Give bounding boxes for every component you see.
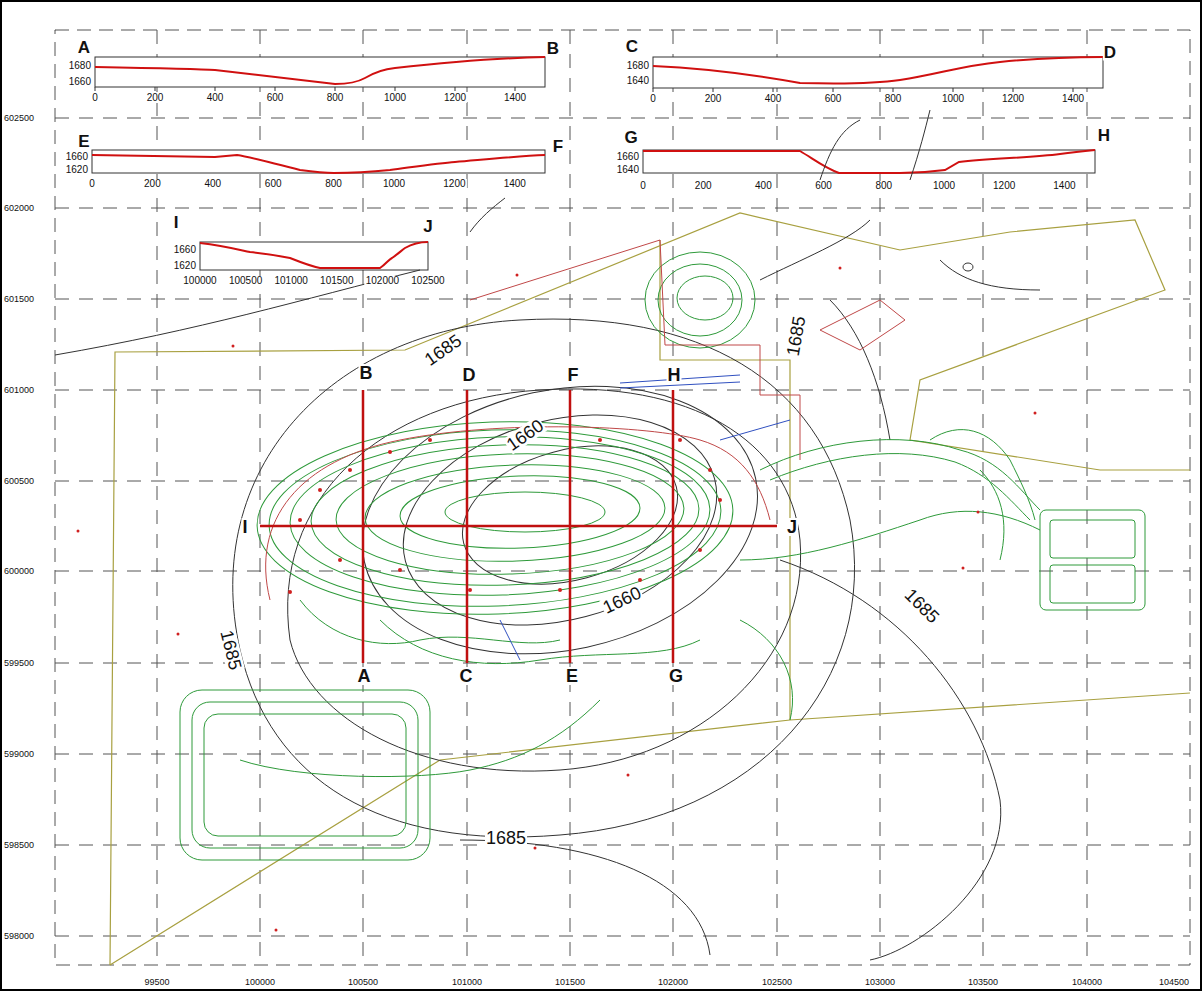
distance-tick: 1400	[1061, 94, 1085, 104]
easting-label: 104000	[1071, 978, 1103, 987]
elevation-tick: 1660	[65, 152, 89, 162]
contour-label: 1685	[783, 314, 808, 359]
distance-tick: 1400	[1052, 181, 1076, 191]
distance-tick: 1400	[503, 93, 527, 103]
profile-letter: B	[546, 40, 560, 57]
elevation-tick: 1620	[173, 261, 197, 271]
profile-letter: D	[1103, 44, 1117, 61]
easting-label: 103500	[967, 978, 999, 987]
section-letter: B	[359, 364, 374, 382]
distance-tick: 200	[143, 179, 162, 189]
distance-tick: 0	[639, 181, 647, 191]
section-letter: E	[565, 667, 579, 685]
profile-letter: C	[625, 38, 639, 55]
contour-label: 1685	[901, 585, 943, 627]
distance-tick: 400	[206, 93, 225, 103]
distance-tick: 600	[264, 179, 283, 189]
easting-label: 102500	[761, 978, 793, 987]
profile-letter: E	[77, 133, 90, 150]
elevation-tick: 1660	[616, 152, 640, 162]
distance-tick: 102000	[365, 276, 400, 286]
distance-tick: 600	[824, 94, 843, 104]
easting-label: 101500	[554, 978, 586, 987]
section-letter: J	[786, 518, 798, 536]
distance-tick: 1200	[1001, 94, 1025, 104]
distance-tick: 101500	[319, 276, 354, 286]
section-letter: H	[667, 366, 682, 384]
distance-tick: 800	[884, 94, 903, 104]
northing-label: 600000	[3, 567, 35, 576]
profile-letter: I	[173, 214, 180, 231]
distance-tick: 1200	[992, 181, 1016, 191]
contour-label: 1660	[599, 583, 645, 617]
northing-label: 598000	[3, 932, 35, 941]
distance-tick: 102500	[410, 276, 445, 286]
section-letter: F	[567, 366, 580, 384]
distance-tick: 1200	[442, 179, 466, 189]
northing-label: 602500	[3, 114, 35, 123]
distance-tick: 600	[814, 181, 833, 191]
contour-label: 1685	[485, 829, 527, 847]
northing-label: 601000	[3, 386, 35, 395]
profile-letter: H	[1097, 127, 1111, 144]
elevation-tick: 1680	[68, 61, 92, 71]
distance-tick: 1000	[383, 93, 407, 103]
distance-tick: 1400	[503, 179, 527, 189]
distance-tick: 800	[326, 93, 345, 103]
easting-label: 104500	[1158, 978, 1190, 987]
distance-tick: 0	[88, 179, 96, 189]
easting-label: 99500	[143, 978, 170, 987]
distance-tick: 600	[266, 93, 285, 103]
easting-label: 103000	[864, 978, 896, 987]
easting-label: 100500	[347, 978, 379, 987]
distance-tick: 800	[324, 179, 343, 189]
distance-tick: 0	[649, 94, 657, 104]
distance-tick: 200	[146, 93, 165, 103]
elevation-tick: 1660	[173, 245, 197, 255]
distance-tick: 100000	[182, 276, 217, 286]
easting-label: 100000	[244, 978, 276, 987]
distance-tick: 1000	[932, 181, 956, 191]
northing-label: 602000	[3, 204, 35, 213]
elevation-tick: 1660	[68, 77, 92, 87]
section-letter: G	[668, 667, 684, 685]
distance-tick: 400	[203, 179, 222, 189]
profile-letter: G	[623, 129, 638, 146]
northing-label: 598500	[3, 841, 35, 850]
distance-tick: 1200	[443, 93, 467, 103]
profile-letter: J	[422, 218, 433, 235]
distance-tick: 1000	[382, 179, 406, 189]
section-letter: I	[241, 518, 248, 536]
section-letter: D	[462, 366, 477, 384]
contour-label: 1685	[217, 627, 245, 672]
northing-label: 599000	[3, 750, 35, 759]
elevation-tick: 1680	[626, 61, 650, 71]
profile-letter: A	[77, 39, 91, 56]
distance-tick: 100500	[228, 276, 263, 286]
section-letter: C	[459, 667, 474, 685]
northing-label: 601500	[3, 295, 35, 304]
distance-tick: 800	[874, 181, 893, 191]
section-letter: A	[357, 667, 372, 685]
northing-label: 600500	[3, 477, 35, 486]
easting-label: 101000	[451, 978, 483, 987]
distance-tick: 400	[754, 181, 773, 191]
elevation-tick: 1640	[626, 76, 650, 86]
distance-tick: 1000	[941, 94, 965, 104]
distance-tick: 101000	[274, 276, 309, 286]
distance-tick: 200	[704, 94, 723, 104]
distance-tick: 400	[764, 94, 783, 104]
elevation-tick: 1620	[65, 165, 89, 175]
elevation-tick: 1640	[616, 165, 640, 175]
distance-tick: 200	[694, 181, 713, 191]
profile-letter: F	[552, 138, 564, 155]
distance-tick: 0	[91, 93, 99, 103]
northing-label: 599500	[3, 659, 35, 668]
easting-label: 102000	[657, 978, 689, 987]
